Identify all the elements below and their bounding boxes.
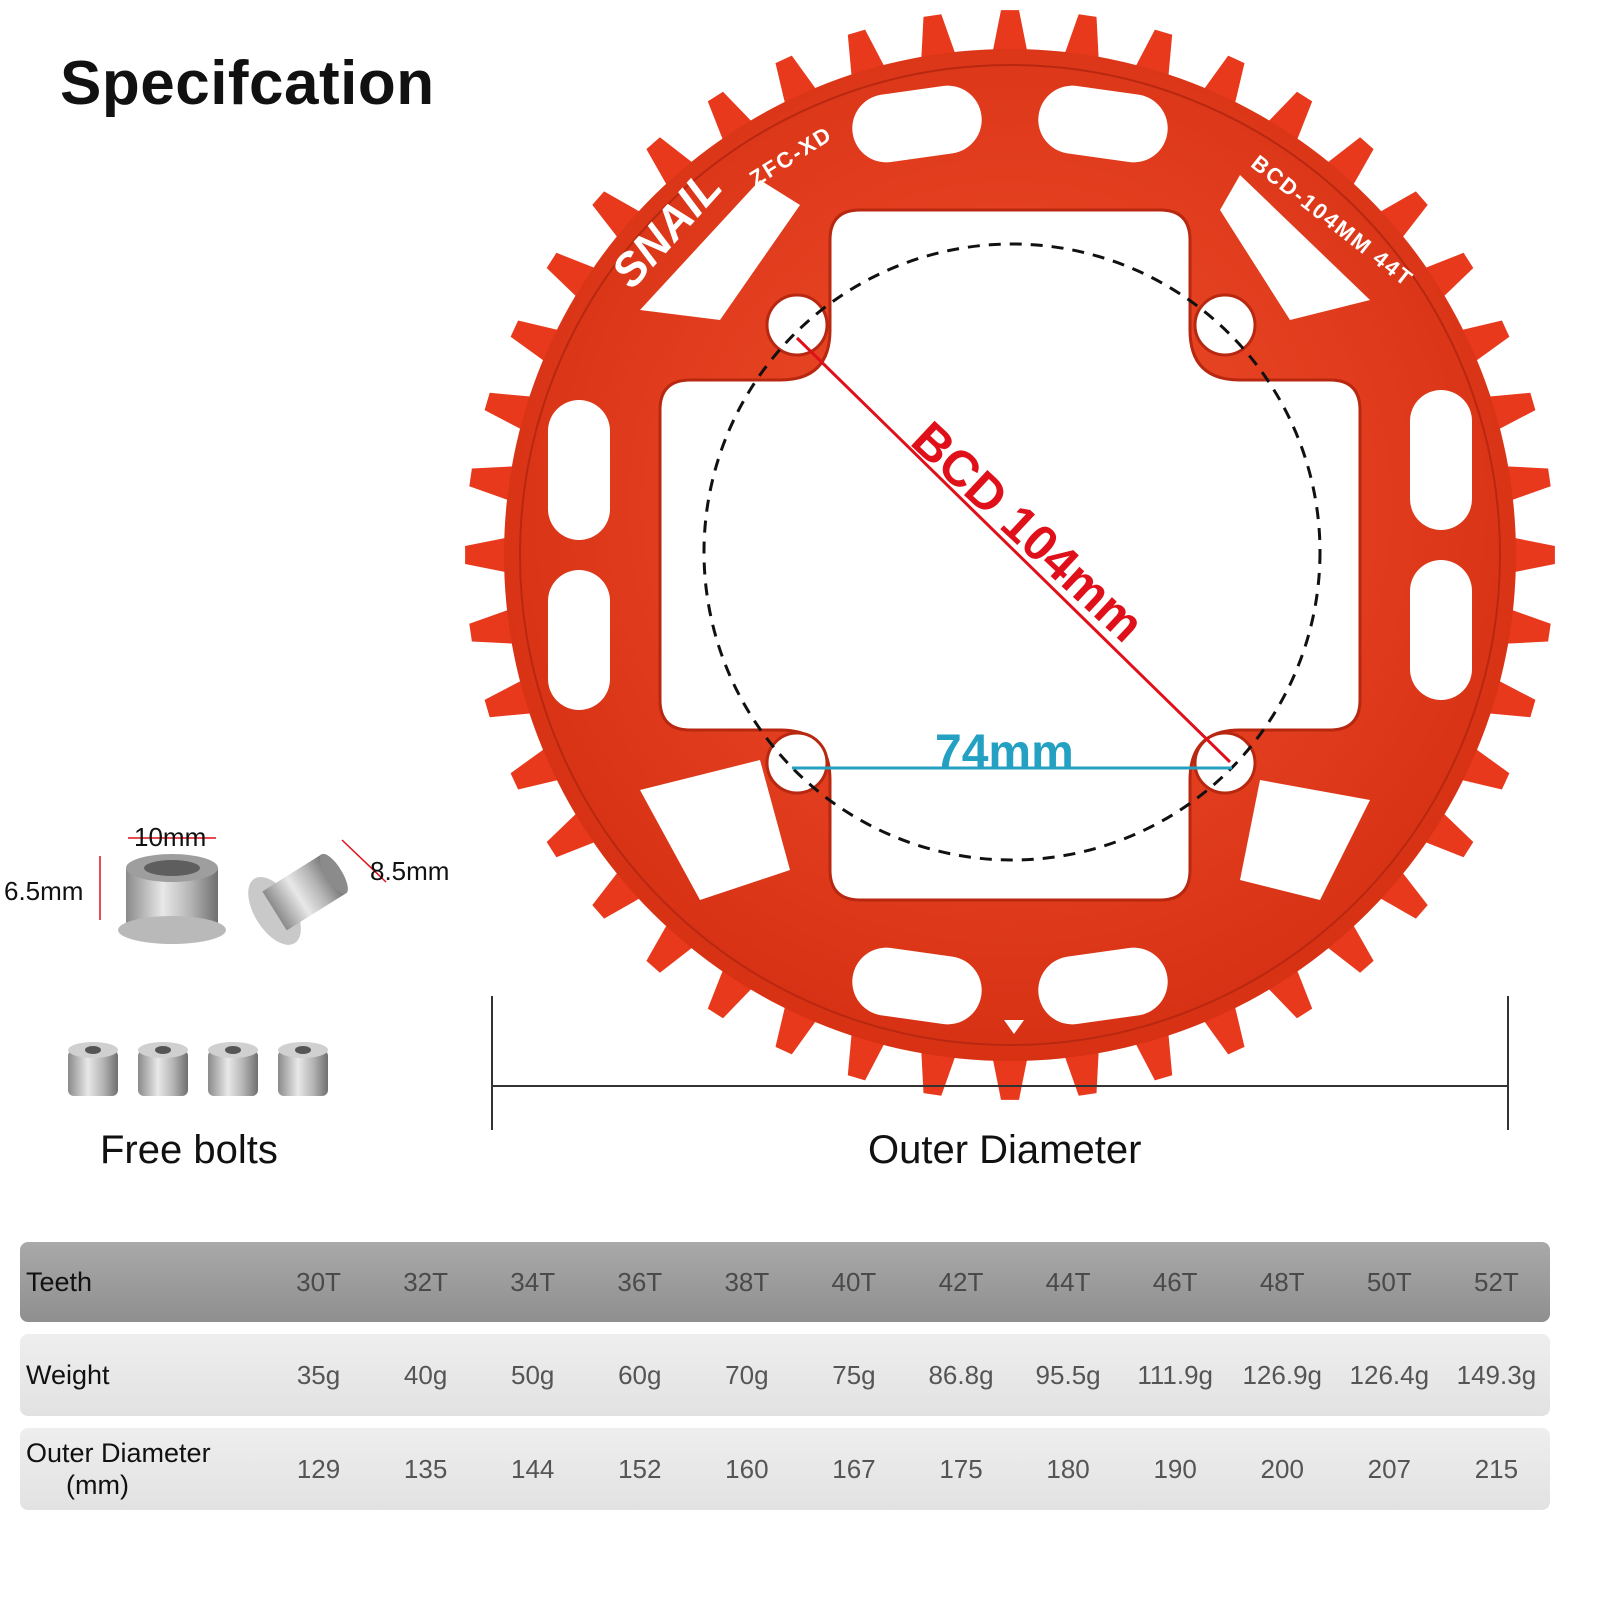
table-cell: 38T	[724, 1266, 770, 1297]
table-cell: 144	[511, 1453, 555, 1484]
table-cell: 48T	[1259, 1266, 1305, 1297]
table-cell: 70g	[725, 1359, 769, 1390]
chainring-tooth	[465, 537, 511, 573]
table-cell: 36T	[617, 1266, 663, 1297]
outer-diameter-label: Outer Diameter	[868, 1128, 1142, 1172]
table-cell: 200	[1260, 1453, 1304, 1484]
weight-cells: 35g 40g 50g 60g 70g 75g 86.8g 95.5g 111.9g 126.9g…	[265, 1360, 1550, 1391]
table-cell: 52T	[1473, 1266, 1519, 1297]
chainring-tooth	[469, 608, 518, 644]
table-cell: 50g	[511, 1359, 555, 1390]
chainring-tooth	[992, 10, 1028, 56]
chainring-center-hole	[658, 208, 1362, 902]
chainring-tooth	[992, 1054, 1028, 1100]
chainring-tooth	[1502, 608, 1551, 644]
table-cell: 126.9g	[1242, 1359, 1322, 1390]
table-cell: 160	[725, 1453, 769, 1484]
chainring-tooth	[1063, 1047, 1099, 1096]
table-cell: 180	[1046, 1453, 1090, 1484]
bolt-spacing-label: 74mm	[935, 726, 1074, 779]
chainring-nut-image	[118, 854, 226, 944]
table-cell: 129	[296, 1453, 341, 1484]
nut-width-label: 10mm	[134, 822, 207, 852]
table-cell: 50T	[1366, 1266, 1412, 1297]
table-cell: 95.5g	[1035, 1359, 1101, 1390]
chainring-edge-line	[519, 64, 1501, 1046]
table-cell: 149.3g	[1456, 1359, 1537, 1390]
table-cell: 35g	[296, 1359, 341, 1390]
bcd-circle	[702, 242, 1322, 862]
od-label: Outer Diameter	[26, 1438, 211, 1468]
table-cell: 207	[1367, 1453, 1412, 1484]
chainring-marker-icon	[1004, 1020, 1024, 1034]
page-title: Specifcation	[60, 49, 435, 118]
table-cell: 135	[403, 1453, 448, 1484]
table-cell: 40g	[403, 1359, 448, 1390]
table-cell: 152	[618, 1453, 662, 1484]
chainring-tooth	[1502, 466, 1551, 502]
table-cell: 34T	[510, 1266, 556, 1297]
table-cell: 44T	[1045, 1266, 1091, 1297]
row-header-weight: Weight	[26, 1360, 110, 1390]
chainring-tooth	[921, 14, 957, 64]
free-bolts-label: Free bolts	[100, 1128, 278, 1172]
table-cell: 126.4g	[1349, 1359, 1430, 1390]
table-row-teeth: Teeth 30T 32T 34T 36T 38T 40T 42T 44T 46T 48T 50T 5…	[20, 1242, 1550, 1322]
bolt-size-label: 8.5mm	[370, 856, 450, 886]
table-cell: 32T	[403, 1266, 449, 1297]
table-cell: 111.9g	[1137, 1359, 1213, 1390]
table-cell: 42T	[938, 1266, 984, 1297]
table-cell: 60g	[618, 1359, 662, 1390]
table-row-outer-diameter: Outer Diameter (mm) 129 135 144 152 160 167 17…	[20, 1428, 1550, 1510]
table-cell: 190	[1153, 1453, 1197, 1484]
nut-height-label: 6.5mm	[4, 876, 84, 906]
chainring-bolt-image	[248, 853, 348, 945]
chainring-tooth	[921, 1047, 957, 1096]
table-cell: 86.8g	[928, 1359, 994, 1390]
table-cell: 46T	[1152, 1266, 1198, 1297]
table-cell: 175	[939, 1453, 983, 1484]
od-unit: (mm)	[66, 1470, 129, 1500]
hardware-dimension-markers	[99, 837, 387, 920]
bcd-line	[795, 336, 1232, 764]
free-bolts-image	[68, 1042, 328, 1096]
table-cell: 30T	[296, 1266, 341, 1297]
row-header-outer-diameter: Outer Diameter (mm)	[20, 1437, 265, 1501]
outer-diameter-dimension	[491, 996, 1509, 1130]
chainring-tooth	[1063, 14, 1099, 64]
teeth-cells: 30T 32T 34T 36T 38T 40T 42T 44T 46T 48T 50T 52T	[265, 1267, 1550, 1298]
outer-diameter-cells: 129 135 144 152 160 167 175 180 190 200 207 215	[265, 1454, 1550, 1485]
table-cell: 215	[1474, 1453, 1519, 1484]
table-cell: 75g	[832, 1359, 876, 1390]
bolt-holes	[765, 293, 1257, 795]
chainring-tooth	[469, 466, 518, 502]
chainring-tooth	[1509, 537, 1555, 573]
table-cell: 40T	[831, 1266, 877, 1297]
chainring-windows	[548, 85, 1472, 1025]
row-header-teeth: Teeth	[26, 1267, 93, 1297]
table-row-weight: Weight 35g 40g 50g 60g 70g 75g 86.8g 95.5g 111.9…	[20, 1334, 1550, 1416]
table-cell: 167	[832, 1453, 876, 1484]
